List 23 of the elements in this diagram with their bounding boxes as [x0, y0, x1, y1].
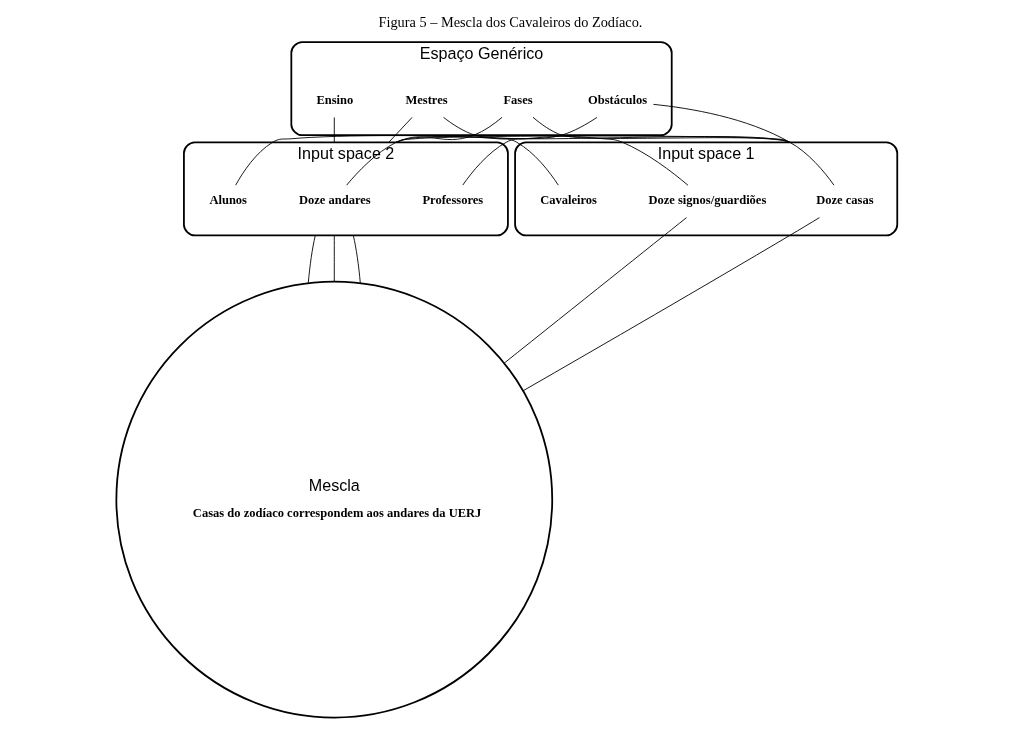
node-text: Ensino	[316, 92, 354, 107]
connector	[503, 217, 687, 364]
node-text: Doze casas	[816, 192, 874, 207]
node-text: Fases	[503, 92, 533, 107]
connector	[333, 234, 335, 283]
connector	[333, 116, 335, 143]
node-circle: Mescla Casas do zodíaco correspondem aos andares da UERJ	[115, 280, 554, 719]
node-text: Obstáculos	[588, 92, 648, 107]
node-text: Alunos	[209, 192, 248, 207]
node-text: Mestres	[405, 92, 448, 107]
node-text: Cavaleiros	[540, 192, 597, 207]
connector	[307, 234, 316, 284]
connector	[352, 234, 361, 284]
node-text: Doze andares	[298, 192, 371, 207]
connector	[443, 116, 791, 143]
connector	[346, 135, 835, 186]
connector	[388, 116, 413, 143]
node-text: Professores	[422, 192, 484, 207]
connector	[235, 135, 559, 186]
diagram-title: Figura 5 – Mescla dos Cavaleiros do Zodíaco.	[378, 13, 643, 30]
connector	[462, 135, 689, 186]
node-text: Doze signos/guardiões	[648, 192, 767, 207]
connector	[522, 217, 820, 392]
